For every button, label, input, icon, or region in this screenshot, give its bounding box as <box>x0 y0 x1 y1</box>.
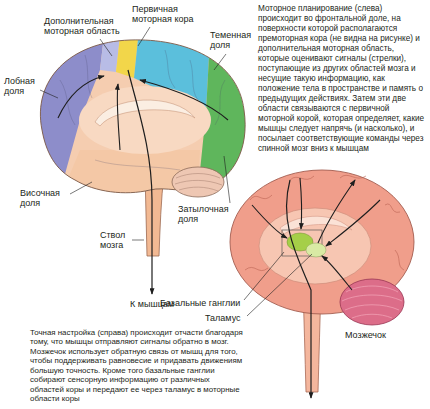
note-paragraph-anchor: Моторное планирование (слева) происходит… <box>258 4 426 154</box>
note-paragraph: Моторное планирование (слева) происходит… <box>258 4 426 154</box>
part-label: Теменная доля <box>210 30 256 51</box>
right-brain <box>230 170 414 398</box>
part-label-anchor: Теменная доля <box>210 30 256 51</box>
motor-command-arrow <box>287 180 311 398</box>
leader-line <box>224 156 230 203</box>
part-label-anchor: Мозжечок <box>345 330 386 340</box>
inner-region <box>259 208 371 284</box>
part-label-anchor: Первичная моторная кора <box>132 4 200 25</box>
medial-surface <box>79 86 211 154</box>
thalamus <box>306 243 326 257</box>
leader-line <box>100 39 112 56</box>
signal-arrow <box>322 256 352 290</box>
leader-line <box>214 54 226 70</box>
part-label-anchor: Дополнительная моторная область <box>44 16 126 37</box>
part-label: Мозжечок <box>345 330 386 340</box>
lobes <box>0 0 260 210</box>
cerebellum-folia <box>175 174 222 192</box>
part-label: Первичная моторная кора <box>132 4 200 25</box>
leader-line <box>132 240 144 241</box>
sulci <box>60 50 225 170</box>
leader-line <box>40 90 58 98</box>
part-label-anchor: Таламус <box>205 313 241 323</box>
note-paragraph-anchor: Точная настройка (справа) происходит отч… <box>30 328 245 404</box>
signal-arrow <box>326 200 380 246</box>
leader-line <box>247 254 312 316</box>
cerebellum <box>172 167 224 197</box>
part-label-anchor: Базальные ганглии <box>160 298 240 308</box>
part-label: Затылочная доля <box>178 204 234 225</box>
ventricle <box>280 216 352 234</box>
corpus-callosum <box>95 100 195 126</box>
part-label-anchor: Височная доля <box>20 188 68 209</box>
cerebellum <box>340 279 404 325</box>
signal-arrow <box>252 205 287 238</box>
cerebellum-folia <box>342 286 402 318</box>
part-label-anchor: Затылочная доля <box>178 204 234 225</box>
part-label-anchor: Лобная доля <box>4 76 42 97</box>
part-label: Ствол мозга <box>100 230 132 251</box>
note-paragraph: Точная настройка (справа) происходит отч… <box>30 328 245 404</box>
signal-arrow <box>300 178 302 229</box>
motor-command-arrow <box>128 70 152 294</box>
leader-line <box>138 27 150 46</box>
signal-arrow <box>318 180 355 243</box>
signal-arrow <box>117 84 120 150</box>
part-label: Базальные ганглии <box>160 298 240 308</box>
part-label: Височная доля <box>20 188 68 209</box>
left-brain <box>0 0 260 294</box>
brain-outline <box>40 40 245 193</box>
part-label: Лобная доля <box>4 76 42 97</box>
leader-line <box>244 252 284 300</box>
part-label: Дополнительная моторная область <box>44 16 126 37</box>
signal-arrow <box>140 80 228 120</box>
part-label: Таламус <box>205 313 241 323</box>
part-label-anchor: Ствол мозга <box>100 230 132 251</box>
signal-arrow <box>58 76 104 118</box>
leader-line <box>70 182 92 194</box>
